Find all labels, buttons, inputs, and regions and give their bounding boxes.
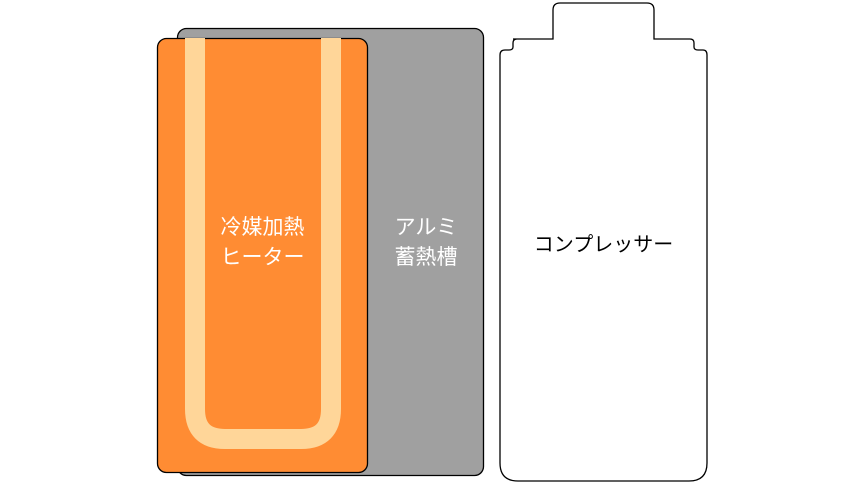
tank-label-line2: 蓄熱槽: [394, 245, 458, 270]
heater-tube-shape: [185, 38, 341, 449]
compressor-shape: [499, 2, 708, 482]
tank-label-line1: アルミ: [394, 215, 458, 239]
heater-shape: [156, 37, 369, 474]
compressor-label-text: コンプレッサー: [533, 232, 674, 256]
heater-label-line1: 冷媒加熱: [220, 215, 305, 239]
aluminum-tank-label: アルミ 蓄熱槽: [368, 212, 484, 273]
heater-label: 冷媒加熱 ヒーター: [157, 212, 368, 273]
heater-label-line2: ヒーター: [220, 245, 305, 270]
compressor-label: コンプレッサー: [500, 230, 707, 259]
